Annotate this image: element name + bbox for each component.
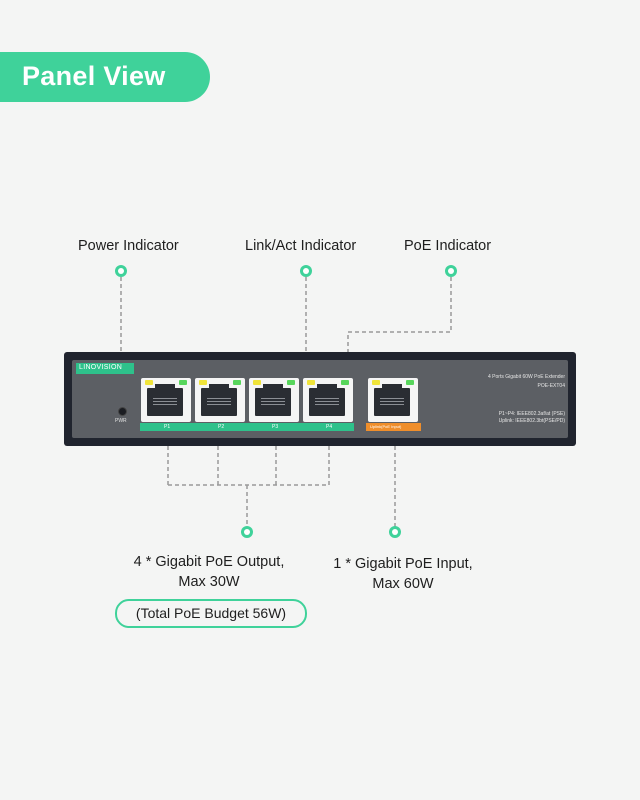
port-label-p2: P2 [218,424,225,430]
port-label-p3: P3 [272,424,279,430]
model-code: POE-EXT04 [537,383,565,389]
link-led [199,380,207,385]
brand-logo: LINOVISION [79,364,123,371]
link-led [372,380,380,385]
rj45-socket [309,384,345,416]
poe-indicator-label: PoE Indicator [404,238,492,254]
link-led [253,380,261,385]
power-indicator-label: Power Indicator [78,238,179,254]
poe-input-label-line1: 1 * Gigabit PoE Input, [333,556,473,572]
model-title: 4 Ports Gigabit 60W PoE Extender [488,374,565,380]
poe-budget-text: (Total PoE Budget 56W) [135,605,287,621]
poe-output-strip [140,423,354,431]
link-act-indicator-label: Link/Act Indicator [245,238,357,254]
output-callout-dot [241,526,253,538]
poe-output-label-line2: Max 30W [178,574,240,590]
poe-output-label-line1: 4 * Gigabit PoE Output, [133,554,285,570]
port-p1 [141,378,191,422]
input-callout-dot [389,526,401,538]
section-badge: Panel View [0,52,210,102]
port-p4 [303,378,353,422]
poe-led [179,380,187,385]
poe-led [341,380,349,385]
poe-input-label-line2: Max 60W [372,576,434,592]
rj45-socket [147,384,183,416]
port-label-p1: P1 [164,424,171,430]
port-label-p4: P4 [326,424,333,430]
link-led [145,380,153,385]
spec-line-1: P1~P4: IEEE802.3af/at (PSE) [498,411,565,417]
poe-led [287,380,295,385]
poe-budget-pill: (Total PoE Budget 56W) [115,599,307,628]
power-callout-dot [115,265,127,277]
rj45-socket [201,384,237,416]
power-led-label: PWR [115,418,127,424]
section-title: Panel View [22,61,166,91]
poe-callout-dot [445,265,457,277]
rj45-socket [255,384,291,416]
uplink-strip: Uplink(PoE Input) [366,423,421,431]
brand-strip: LINOVISION [76,363,134,374]
poe-led [406,380,414,385]
rj45-socket [374,384,410,416]
port-p3 [249,378,299,422]
spec-line-2: Uplink: IEEE802.3bt(PSE/PD) [498,418,565,424]
poe-led [233,380,241,385]
port-uplink [368,378,418,422]
port-p2 [195,378,245,422]
link-callout-dot [300,265,312,277]
power-led [118,407,127,416]
link-led [307,380,315,385]
uplink-label: Uplink(PoE Input) [370,424,402,429]
